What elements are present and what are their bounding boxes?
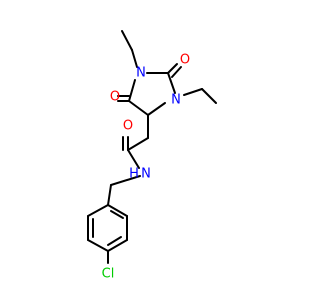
ring-double-2 bbox=[107, 236, 122, 246]
bond-n-benzylch2 bbox=[110, 175, 141, 186]
atom-o5-label: O bbox=[110, 90, 120, 105]
bond-c2-n3 bbox=[167, 72, 176, 94]
atom-amide-o-label: O bbox=[123, 119, 133, 134]
bond-c5-n1 bbox=[128, 79, 136, 102]
ring-double-1 bbox=[110, 210, 124, 219]
bond-ethyl1-ch2 bbox=[131, 49, 138, 68]
c2-carbonyl bbox=[167, 63, 182, 78]
atom-n1-label: N bbox=[136, 66, 146, 81]
bond-ethyl3-ch3 bbox=[201, 88, 217, 104]
atom-cl-label: Cl bbox=[102, 267, 115, 282]
bond-ch2-carbonyl bbox=[127, 137, 149, 151]
n1-ethyl-group bbox=[121, 30, 138, 68]
bond-ethyl1-ch3 bbox=[121, 30, 133, 51]
molecule-structure: N N O O O N H Cl bbox=[87, 30, 217, 282]
bond-ethyl3-ch2 bbox=[183, 88, 203, 96]
bond-c2-o-a bbox=[167, 63, 178, 74]
bond-n3-c4 bbox=[147, 102, 166, 116]
ring-bond-3 bbox=[107, 239, 128, 252]
n3-ethyl-group bbox=[183, 88, 217, 104]
ring-bond-6 bbox=[87, 204, 109, 217]
bond-ch2-ipso bbox=[107, 184, 112, 206]
bond-c2-o-b bbox=[171, 66, 182, 78]
c5-carbonyl bbox=[117, 95, 130, 102]
ring-bond-4 bbox=[87, 239, 109, 252]
atom-amide-n-label: N bbox=[141, 167, 151, 182]
ring-bond-1 bbox=[107, 204, 128, 217]
bond-carbonyl-n bbox=[127, 149, 140, 169]
atom-o2-label: O bbox=[180, 53, 190, 68]
imidazolidinedione-ring bbox=[128, 72, 176, 116]
bond-c4-c5 bbox=[128, 100, 149, 116]
atom-amide-h-label: H bbox=[129, 167, 139, 182]
chlorophenyl-ring bbox=[87, 184, 128, 264]
atom-n3-label: N bbox=[171, 93, 181, 108]
acetamide-chain bbox=[110, 114, 149, 186]
